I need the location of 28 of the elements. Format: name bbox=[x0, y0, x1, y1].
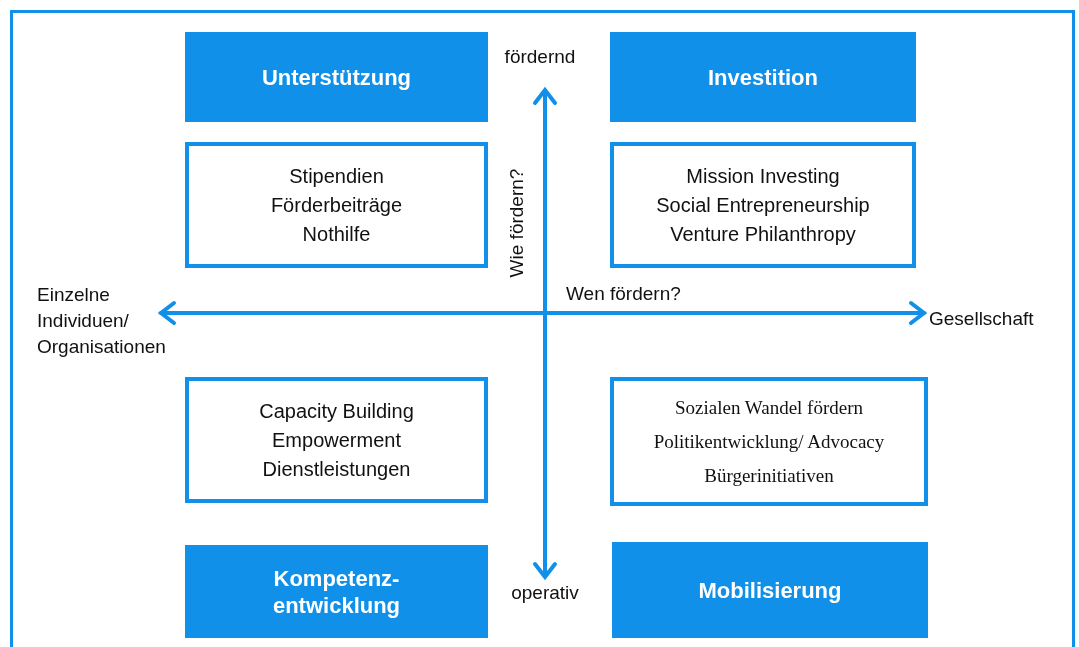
item-text: Förderbeiträge bbox=[270, 192, 403, 218]
item-text: Capacity Building bbox=[259, 398, 414, 424]
axis-label: operativ bbox=[510, 581, 580, 605]
axis-label: fördernd bbox=[503, 45, 577, 69]
item-text: Empowerment bbox=[272, 427, 401, 453]
item-text: Sozialen Wandel fördern bbox=[674, 395, 864, 420]
item-text: Stipendien bbox=[289, 163, 384, 189]
item-text: Mission Investing bbox=[686, 163, 840, 189]
item-text: Social Entrepreneurship bbox=[656, 192, 870, 218]
category-title: Kompetenz- entwicklung bbox=[271, 564, 402, 619]
item-text: Venture Philanthropy bbox=[670, 221, 856, 247]
item-text: Politikentwicklung/ Advocacy Bürgerinitiativen bbox=[652, 429, 886, 488]
content-box bbox=[610, 142, 916, 268]
category-box bbox=[610, 32, 916, 122]
axis-label: Einzelne Individuen/ Organisationen bbox=[37, 283, 167, 359]
content-box bbox=[185, 142, 488, 268]
category-title: Investition bbox=[708, 63, 818, 91]
content-box bbox=[185, 377, 488, 503]
category-box bbox=[185, 545, 488, 638]
axis-label: Gesellschaft bbox=[929, 307, 1035, 331]
item-text: Dienstleistungen bbox=[262, 456, 411, 482]
category-title: Unterstützung bbox=[261, 63, 412, 91]
category-box bbox=[612, 542, 928, 638]
category-box bbox=[185, 32, 488, 122]
content-box bbox=[610, 377, 928, 506]
axis-label: Wen fördern? bbox=[566, 282, 682, 306]
category-title: Mobilisierung bbox=[698, 576, 842, 604]
item-text: Nothilfe bbox=[302, 221, 371, 247]
